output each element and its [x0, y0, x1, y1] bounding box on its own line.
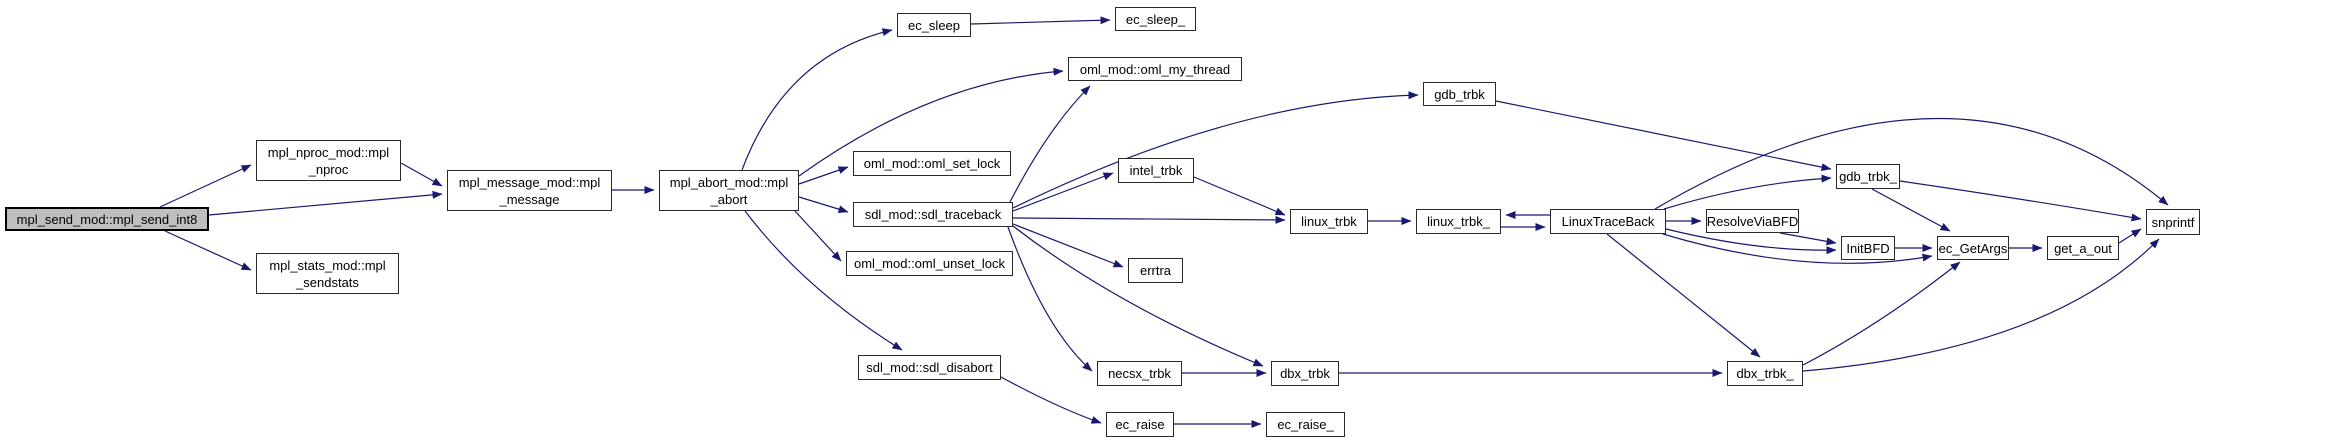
call-edge-get_a_out-to-snprintf — [2118, 228, 2142, 244]
graph-node-LinuxTraceBack[interactable]: LinuxTraceBack — [1550, 209, 1666, 234]
graph-node-dbx_trbk[interactable]: dbx_trbk — [1271, 361, 1339, 386]
graph-node-gdb_trbk_[interactable]: gdb_trbk_ — [1836, 164, 1900, 189]
edge-group — [159, 16, 2169, 428]
graph-node-ec_raise[interactable]: ec_raise — [1106, 412, 1174, 437]
call-edge-gdb_trbk_-to-snprintf — [1899, 180, 2142, 222]
graph-node-InitBFD[interactable]: InitBFD — [1841, 236, 1895, 260]
graph-node-oml_unset_lock[interactable]: oml_mod::oml_unset_lock — [846, 251, 1013, 276]
graph-node-mpl_send_int8: mpl_send_mod::mpl_send_int8 — [5, 207, 209, 231]
call-edge-mpl_abort-to-oml_unset_lock — [794, 210, 842, 262]
call-edge-LinuxTraceBack-to-dbx_trbk_ — [1606, 233, 1761, 358]
call-edge-mpl_send_int8-to-mpl_sendstats — [164, 230, 252, 271]
graph-node-oml_set_lock[interactable]: oml_mod::oml_set_lock — [853, 151, 1011, 176]
graph-node-oml_my_thread[interactable]: oml_mod::oml_my_thread — [1068, 57, 1242, 81]
call-edge-sdl_disabort-to-ec_raise — [1000, 376, 1102, 424]
graph-node-mpl_message[interactable]: mpl_message_mod::mpl _message — [447, 170, 612, 211]
call-edge-sdl_traceback-to-errtra — [1012, 223, 1124, 268]
call-edge-mpl_abort-to-sdl_disabort — [744, 210, 903, 351]
graph-node-dbx_trbk_[interactable]: dbx_trbk_ — [1727, 361, 1803, 386]
graph-node-mpl_nproc[interactable]: mpl_nproc_mod::mpl _nproc — [256, 140, 401, 181]
graph-node-linux_trbk[interactable]: linux_trbk — [1290, 209, 1368, 234]
graph-node-linux_trbk_[interactable]: linux_trbk_ — [1416, 209, 1501, 234]
call-edge-mpl_abort-to-oml_set_lock — [798, 166, 849, 185]
call-edge-mpl_send_int8-to-mpl_nproc — [159, 164, 252, 208]
call-edge-sdl_traceback-to-intel_trbk — [1012, 172, 1114, 212]
call-edge-LinuxTraceBack-to-InitBFD — [1665, 228, 1837, 255]
call-edge-mpl_nproc-to-mpl_message — [400, 162, 443, 187]
graph-node-ec_raise_[interactable]: ec_raise_ — [1266, 412, 1345, 437]
graph-node-sdl_disabort[interactable]: sdl_mod::sdl_disabort — [858, 355, 1001, 380]
call-edge-gdb_trbk-to-gdb_trbk_ — [1495, 100, 1832, 172]
call-edge-sdl_traceback-to-gdb_trbk — [1012, 91, 1419, 209]
graph-node-errtra[interactable]: errtra — [1128, 258, 1183, 283]
call-edge-ResolveViaBFD-to-InitBFD — [1779, 232, 1837, 246]
call-edge-mpl_abort-to-sdl_traceback — [798, 196, 849, 214]
graph-node-snprintf[interactable]: snprintf — [2146, 209, 2200, 235]
graph-node-mpl_sendstats[interactable]: mpl_stats_mod::mpl _sendstats — [256, 253, 399, 294]
graph-node-ec_GetArgs[interactable]: ec_GetArgs — [1937, 236, 2009, 260]
call-edge-dbx_trbk_-to-snprintf — [1802, 238, 2160, 372]
call-edge-LinuxTraceBack-to-snprintf — [1654, 117, 2169, 210]
graph-node-gdb_trbk[interactable]: gdb_trbk — [1423, 82, 1496, 106]
call-edge-dbx_trbk_-to-ec_GetArgs — [1802, 261, 1961, 366]
graph-node-ec_sleep[interactable]: ec_sleep — [897, 13, 971, 37]
call-edge-LinuxTraceBack-to-gdb_trbk_ — [1663, 174, 1832, 210]
call-edge-mpl_send_int8-to-mpl_message — [208, 190, 443, 216]
graph-node-ResolveViaBFD[interactable]: ResolveViaBFD — [1706, 209, 1799, 233]
graph-node-sdl_traceback[interactable]: sdl_mod::sdl_traceback — [853, 202, 1013, 227]
graph-node-mpl_abort[interactable]: mpl_abort_mod::mpl _abort — [659, 170, 799, 211]
call-edge-sdl_traceback-to-linux_trbk — [1012, 215, 1286, 224]
call-edge-mpl_abort-to-oml_my_thread — [798, 67, 1064, 177]
call-edge-mpl_abort-to-ec_sleep — [741, 28, 893, 171]
call-edge-LinuxTraceBack-to-ec_GetArgs — [1662, 233, 1933, 264]
graph-node-necsx_trbk[interactable]: necsx_trbk — [1097, 361, 1182, 386]
call-edge-sdl_traceback-to-dbx_trbk — [1012, 225, 1264, 367]
graph-node-get_a_out[interactable]: get_a_out — [2047, 236, 2119, 260]
call-edge-sdl_traceback-to-oml_my_thread — [1009, 85, 1091, 203]
graph-node-intel_trbk[interactable]: intel_trbk — [1118, 158, 1194, 183]
graph-node-ec_sleep_[interactable]: ec_sleep_ — [1115, 7, 1196, 31]
call-edge-sdl_traceback-to-necsx_trbk — [1007, 226, 1093, 372]
call-edge-gdb_trbk_-to-ec_GetArgs — [1871, 188, 1951, 232]
call-edge-intel_trbk-to-linux_trbk — [1193, 176, 1286, 216]
call-edge-ec_sleep-to-ec_sleep_ — [970, 16, 1111, 25]
